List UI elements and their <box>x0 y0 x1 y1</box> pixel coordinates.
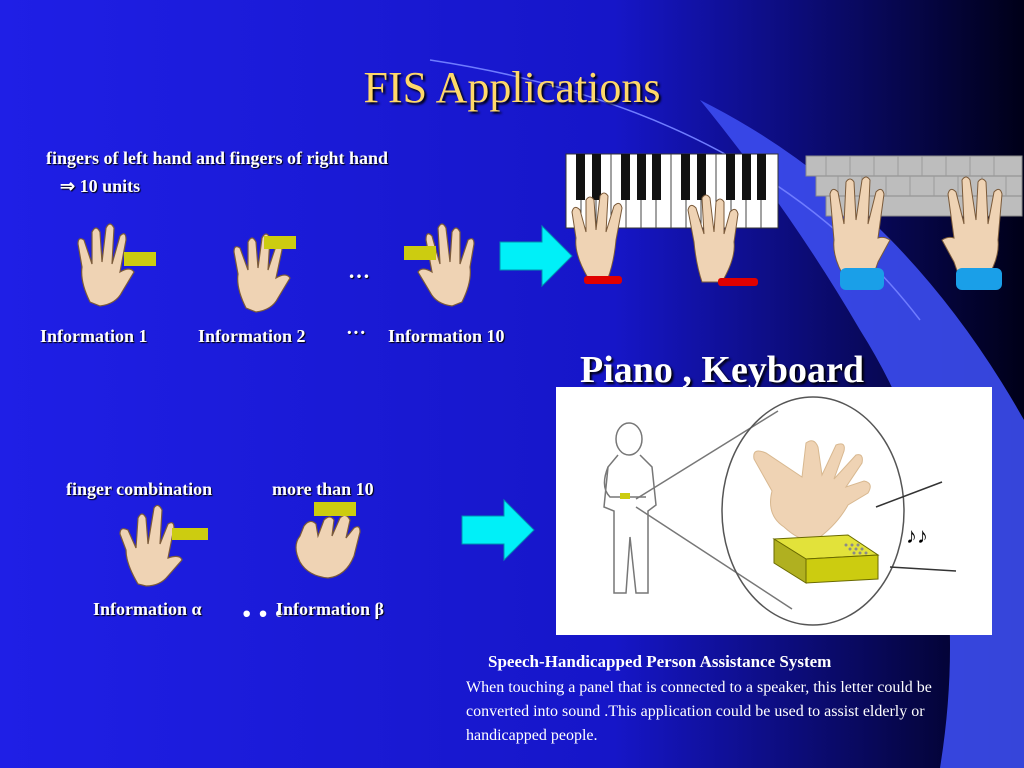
speech-system-illustration: ♪♪ <box>556 387 992 635</box>
arrow-right-icon <box>461 498 535 562</box>
info-2-label: Information 2 <box>198 326 306 346</box>
top-text-line2: ⇒ 10 units <box>60 176 141 196</box>
hand-icon <box>404 223 475 307</box>
piano-keyboard-label: Piano , Keyboard <box>580 349 864 391</box>
info-ellipsis: ··· <box>346 322 367 344</box>
info-dots: ··· <box>240 591 290 636</box>
speech-system-description: When touching a panel that is connected … <box>466 676 1024 748</box>
hand-icon <box>119 504 208 587</box>
piano-keys-icon <box>565 153 779 286</box>
speech-body-line2: converted into sound .This application c… <box>466 703 925 720</box>
hand-icon <box>233 233 296 313</box>
info-alpha-label: Information α <box>93 599 202 619</box>
slide-title: FIS Applications <box>363 63 661 112</box>
combo-label-2: more than 10 <box>272 479 374 499</box>
music-note-icon: ♪♪ <box>906 523 928 548</box>
speech-system-title: Speech-Handicapped Person Assistance Sys… <box>488 652 832 671</box>
hand-icon <box>77 223 156 307</box>
info-10-label: Information 10 <box>388 326 505 346</box>
row1-ellipsis: … <box>348 258 370 283</box>
hand-icon <box>295 502 361 579</box>
speech-body-line3: handicapped people. <box>466 727 598 744</box>
keyboard-icon <box>805 155 1023 290</box>
info-1-label: Information 1 <box>40 326 148 346</box>
speech-body-line1: When touching a panel that is connected … <box>466 679 932 696</box>
person-figure-icon <box>603 396 957 626</box>
speaker-box-icon <box>772 534 880 584</box>
combo-label-1: finger combination <box>66 479 213 499</box>
info-beta-label: Information β <box>276 599 384 619</box>
arrow-right-icon <box>499 224 573 288</box>
top-text-line1: fingers of left hand and fingers of righ… <box>46 148 389 168</box>
